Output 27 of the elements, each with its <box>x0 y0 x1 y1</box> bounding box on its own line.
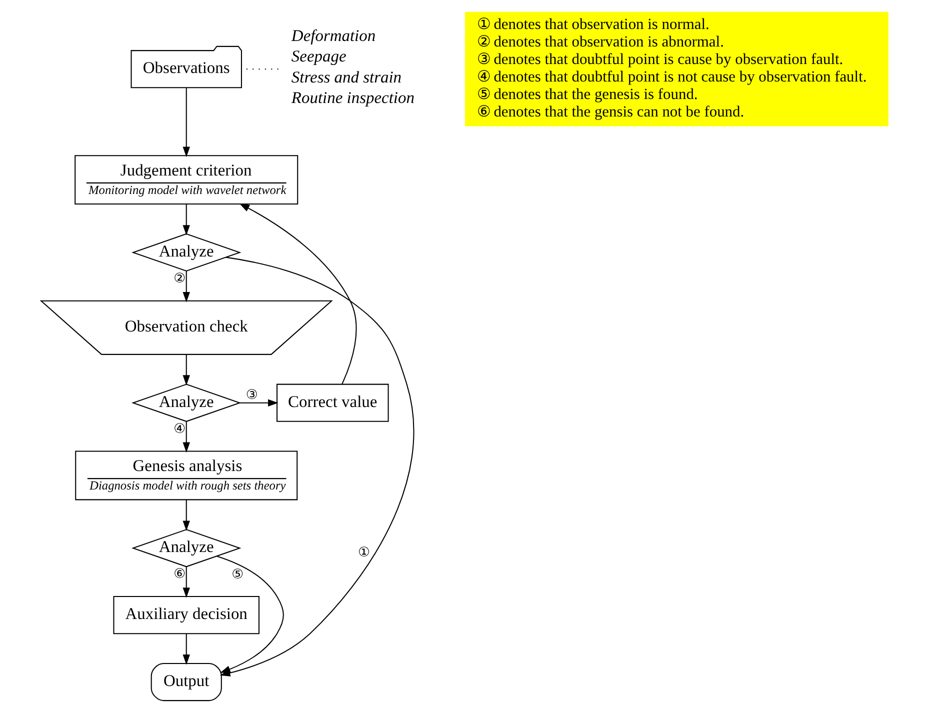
arrow <box>239 399 278 406</box>
arrow <box>182 88 190 158</box>
node-box: Auxiliary decision <box>112 596 259 634</box>
node-box: Correct value <box>276 384 388 422</box>
arrow <box>216 556 284 673</box>
arrow <box>182 354 190 386</box>
node-text: Deformation Seepage Stress and strain Routine inspection <box>290 26 414 107</box>
arrow <box>182 204 190 236</box>
arrow <box>182 271 190 302</box>
node-diamond: Analyze <box>131 233 241 272</box>
arrow <box>182 634 190 665</box>
edge-label: ⑤ <box>231 567 244 582</box>
arrow <box>182 422 190 453</box>
edge-label: ③ <box>245 388 258 404</box>
edge-label: ① <box>358 546 370 561</box>
arrow <box>238 203 356 384</box>
node-diamond: Analyze <box>131 529 241 568</box>
node-box: Output <box>150 662 222 702</box>
arrow <box>182 500 190 532</box>
node-box: Genesis analysis Diagnosis model with rough sets theory <box>74 450 298 500</box>
node-diamond: Analyze <box>131 384 241 422</box>
node-box: ① denotes that observation is normal. ② denotes that observation is abnormal. ③ denotes that doubtful point is cause by observation fault. ④ denotes that doubtful point is not cause by observation fault. ⑤ denotes that the genesis is found. ⑥ denotes that the gensis can not be found. <box>464 12 888 126</box>
arrow <box>182 566 190 598</box>
node-box: Judgement criterion Monitoring model with wavelet network <box>74 155 298 205</box>
edge-label: ② <box>173 271 186 286</box>
edge-label: ④ <box>173 422 186 437</box>
edge-label: ⑥ <box>173 567 186 582</box>
